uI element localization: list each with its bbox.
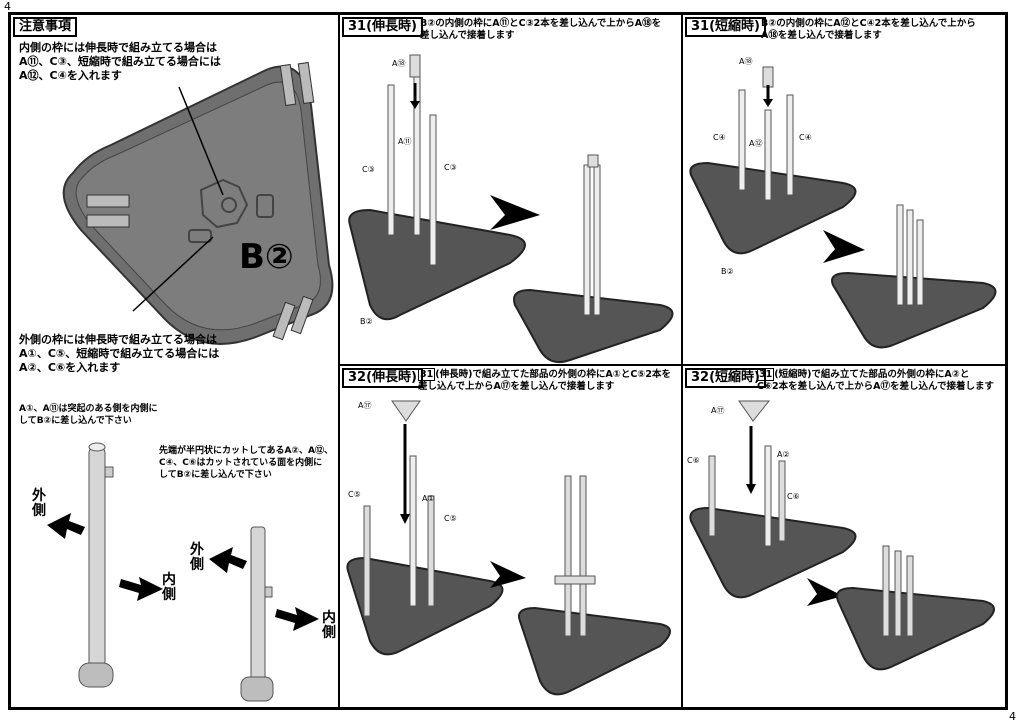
outer-note-line: A①、C⑤、短縮時で組み立てる場合には — [19, 347, 220, 360]
step-32-extended-diagram — [346, 400, 671, 696]
desc-line: (伸長時)で組み立てた部品の外側の枠にA①とC⑤2本を — [435, 369, 671, 380]
step-reference-box: 31 — [757, 368, 775, 381]
inner-note-line: A⑫、C④を入れます — [19, 69, 122, 82]
tip-line: してB②に差し込んで下さい — [19, 416, 132, 426]
part-label: C④ — [713, 133, 726, 142]
outer-side-label-1: 外側 — [32, 488, 46, 519]
step-31-extended-diagram — [348, 54, 674, 363]
outer-note-line: 外側の枠には伸長時で組み立てる場合は — [19, 333, 217, 346]
part-label: C⑤ — [444, 514, 457, 523]
step-31-short-diagram — [689, 66, 997, 349]
step-description: B②の内側の枠にA⑪とC③2本を差し込んで上からA⑱を 差し込んで接着します — [420, 18, 661, 42]
outer-frame-note: 外側の枠には伸長時で組み立てる場合は A①、C⑤、短縮時で組み立てる場合には A… — [19, 333, 219, 375]
step-31-short-panel: 31(短縮時) B②の内側の枠にA⑫とC④2本を差し込んで上から A⑱を差し込ん… — [683, 15, 1005, 366]
part-label: C⑤ — [348, 490, 361, 499]
desc-line: A⑱を差し込んで接着します — [761, 30, 882, 41]
outer-side-label-2: 外側 — [190, 542, 204, 573]
notes-title: 注意事項 — [13, 17, 78, 37]
step-header: 32(伸長時) — [342, 368, 423, 388]
step-description: 31(短縮時)で組み立てた部品の外側の枠にA②と C⑥2本を差し込んで上からA⑰… — [757, 368, 995, 393]
inner-note-line: 内側の枠には伸長時で組み立てる場合は — [19, 41, 217, 54]
step-32-short-diagram — [689, 400, 995, 671]
tip-protrusion: A①、A⑪は突起のある側を内側に してB②に差し込んで下さい — [19, 403, 158, 427]
part-label: A⑱ — [392, 59, 406, 68]
step-32-short-panel: 32(短縮時) 31(短縮時)で組み立てた部品の外側の枠にA②と C⑥2本を差し… — [683, 366, 1005, 707]
tip-line: A①、A⑪は突起のある側を内側に — [19, 404, 158, 414]
manual-frame — [8, 12, 1008, 710]
part-label: C⑥ — [687, 456, 700, 465]
desc-line: B②の内側の枠にA⑫とC④2本を差し込んで上から — [761, 18, 976, 29]
step-31-extended-panel: 31(伸長時) B②の内側の枠にA⑪とC③2本を差し込んで上からA⑱を 差し込ん… — [340, 15, 683, 366]
part-label: A⑱ — [739, 57, 753, 66]
desc-line: B②の内側の枠にA⑪とC③2本を差し込んで上からA⑱を — [420, 18, 662, 29]
tip-line: C④、C⑥はカットされている面を内側に — [159, 458, 323, 468]
desc-line: C⑥2本を差し込んで上からA⑰を差し込んで接着します — [757, 381, 995, 392]
base-part-label: B② — [239, 237, 294, 277]
notes-panel: 注意事項 内側の枠には伸長時で組み立てる場合は A⑪、C③、短縮時で組み立てる場… — [11, 15, 340, 707]
desc-line: (短縮時)で組み立てた部品の外側の枠にA②と — [774, 369, 970, 380]
tip-line: してB②に差し込んで下さい — [159, 470, 272, 480]
inner-note-line: A⑪、C③、短縮時で組み立てる場合には — [19, 55, 221, 68]
part-label: A⑪ — [398, 137, 412, 146]
step-header: 31(伸長時) — [342, 17, 423, 37]
desc-line: 差し込んで上からA⑰を差し込んで接着します — [418, 381, 615, 392]
page-number-top: 4 — [4, 0, 11, 13]
inner-frame-note: 内側の枠には伸長時で組み立てる場合は A⑪、C③、短縮時で組み立てる場合には A… — [19, 41, 221, 83]
step-header: 32(短縮時) — [685, 368, 766, 388]
part-label: C⑥ — [787, 492, 800, 501]
base-b2-illustration — [62, 61, 334, 345]
tip-cut-face: 先端が半円状にカットしてあるA②、A⑫、 C④、C⑥はカットされている面を内側に… — [159, 445, 333, 481]
part-label: C③ — [362, 165, 375, 174]
part-label: A⑰ — [358, 401, 372, 410]
inner-side-label-1: 内側 — [162, 572, 176, 603]
part-label: B② — [360, 317, 373, 326]
step-32-extended-panel: 32(伸長時) 31(伸長時)で組み立てた部品の外側の枠にA①とC⑤2本を 差し… — [340, 366, 683, 707]
step-reference-box: 31 — [418, 368, 436, 381]
inner-side-label-2: 内側 — [322, 610, 336, 641]
pillar-orientation-illustration — [47, 442, 319, 702]
part-label: C④ — [799, 133, 812, 142]
step-header: 31(短縮時) — [685, 17, 766, 37]
desc-line: 差し込んで接着します — [420, 30, 515, 41]
page-number-bottom: 4 — [1009, 710, 1016, 723]
step-description: B②の内側の枠にA⑫とC④2本を差し込んで上から A⑱を差し込んで接着します — [761, 18, 976, 42]
part-label: C③ — [444, 163, 457, 172]
tip-line: 先端が半円状にカットしてあるA②、A⑫、 — [159, 446, 334, 456]
step-description: 31(伸長時)で組み立てた部品の外側の枠にA①とC⑤2本を 差し込んで上からA⑰… — [418, 368, 671, 393]
part-label: A⑰ — [711, 406, 725, 415]
outer-note-line: A②、C⑥を入れます — [19, 361, 121, 374]
part-label: A⑫ — [749, 139, 763, 148]
part-label: B② — [721, 267, 734, 276]
part-label: A① — [422, 494, 435, 503]
part-label: A② — [777, 450, 790, 459]
